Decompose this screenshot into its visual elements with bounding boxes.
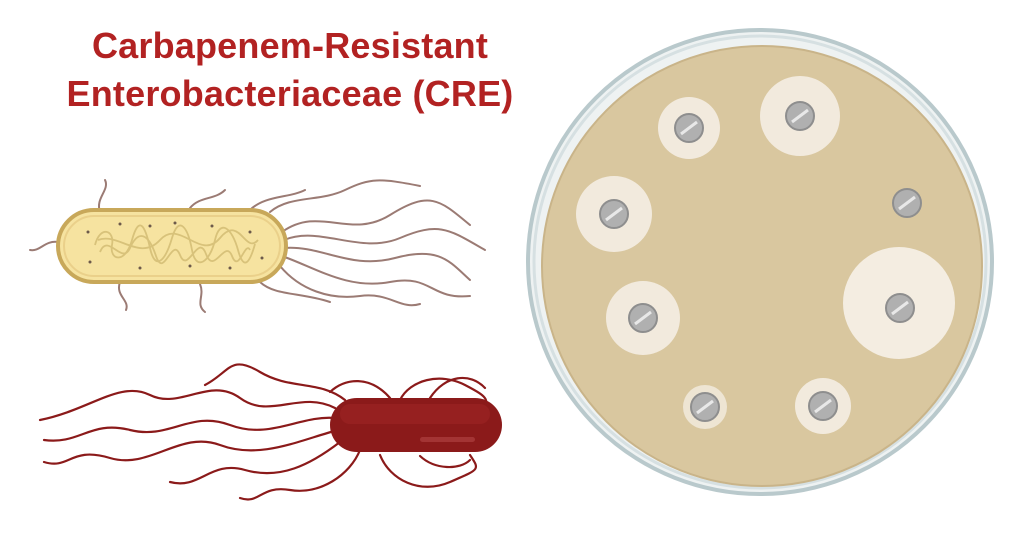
nucleoid-icon <box>94 224 259 265</box>
antibiotic-disc-icon <box>599 101 922 422</box>
antibiotic-disc-4 <box>599 199 629 229</box>
antibiotic-disc-2 <box>785 101 815 131</box>
flagella-yellow <box>29 179 486 313</box>
agar-surface <box>541 45 983 487</box>
antibiotic-disc-5 <box>628 303 658 333</box>
red-bacterium-icon <box>38 363 502 501</box>
ribosome-dots <box>86 221 264 270</box>
title-line-1: Carbapenem-Resistant <box>91 25 489 66</box>
title-line-2: Enterobacteriaceae (CRE) <box>66 73 514 114</box>
antibiotic-disc-3 <box>892 188 922 218</box>
antibiotic-disc-1 <box>674 113 704 143</box>
antibiotic-disc-7 <box>690 392 720 422</box>
yellow-bacterium-body <box>56 208 288 284</box>
page-title: Carbapenem-Resistant Enterobacteriaceae … <box>0 22 580 118</box>
yellow-bacterium-icon <box>29 179 486 313</box>
antibiotic-disc-8 <box>808 391 838 421</box>
antibiotic-disc-6 <box>885 293 915 323</box>
petri-dish-icon <box>526 28 994 496</box>
